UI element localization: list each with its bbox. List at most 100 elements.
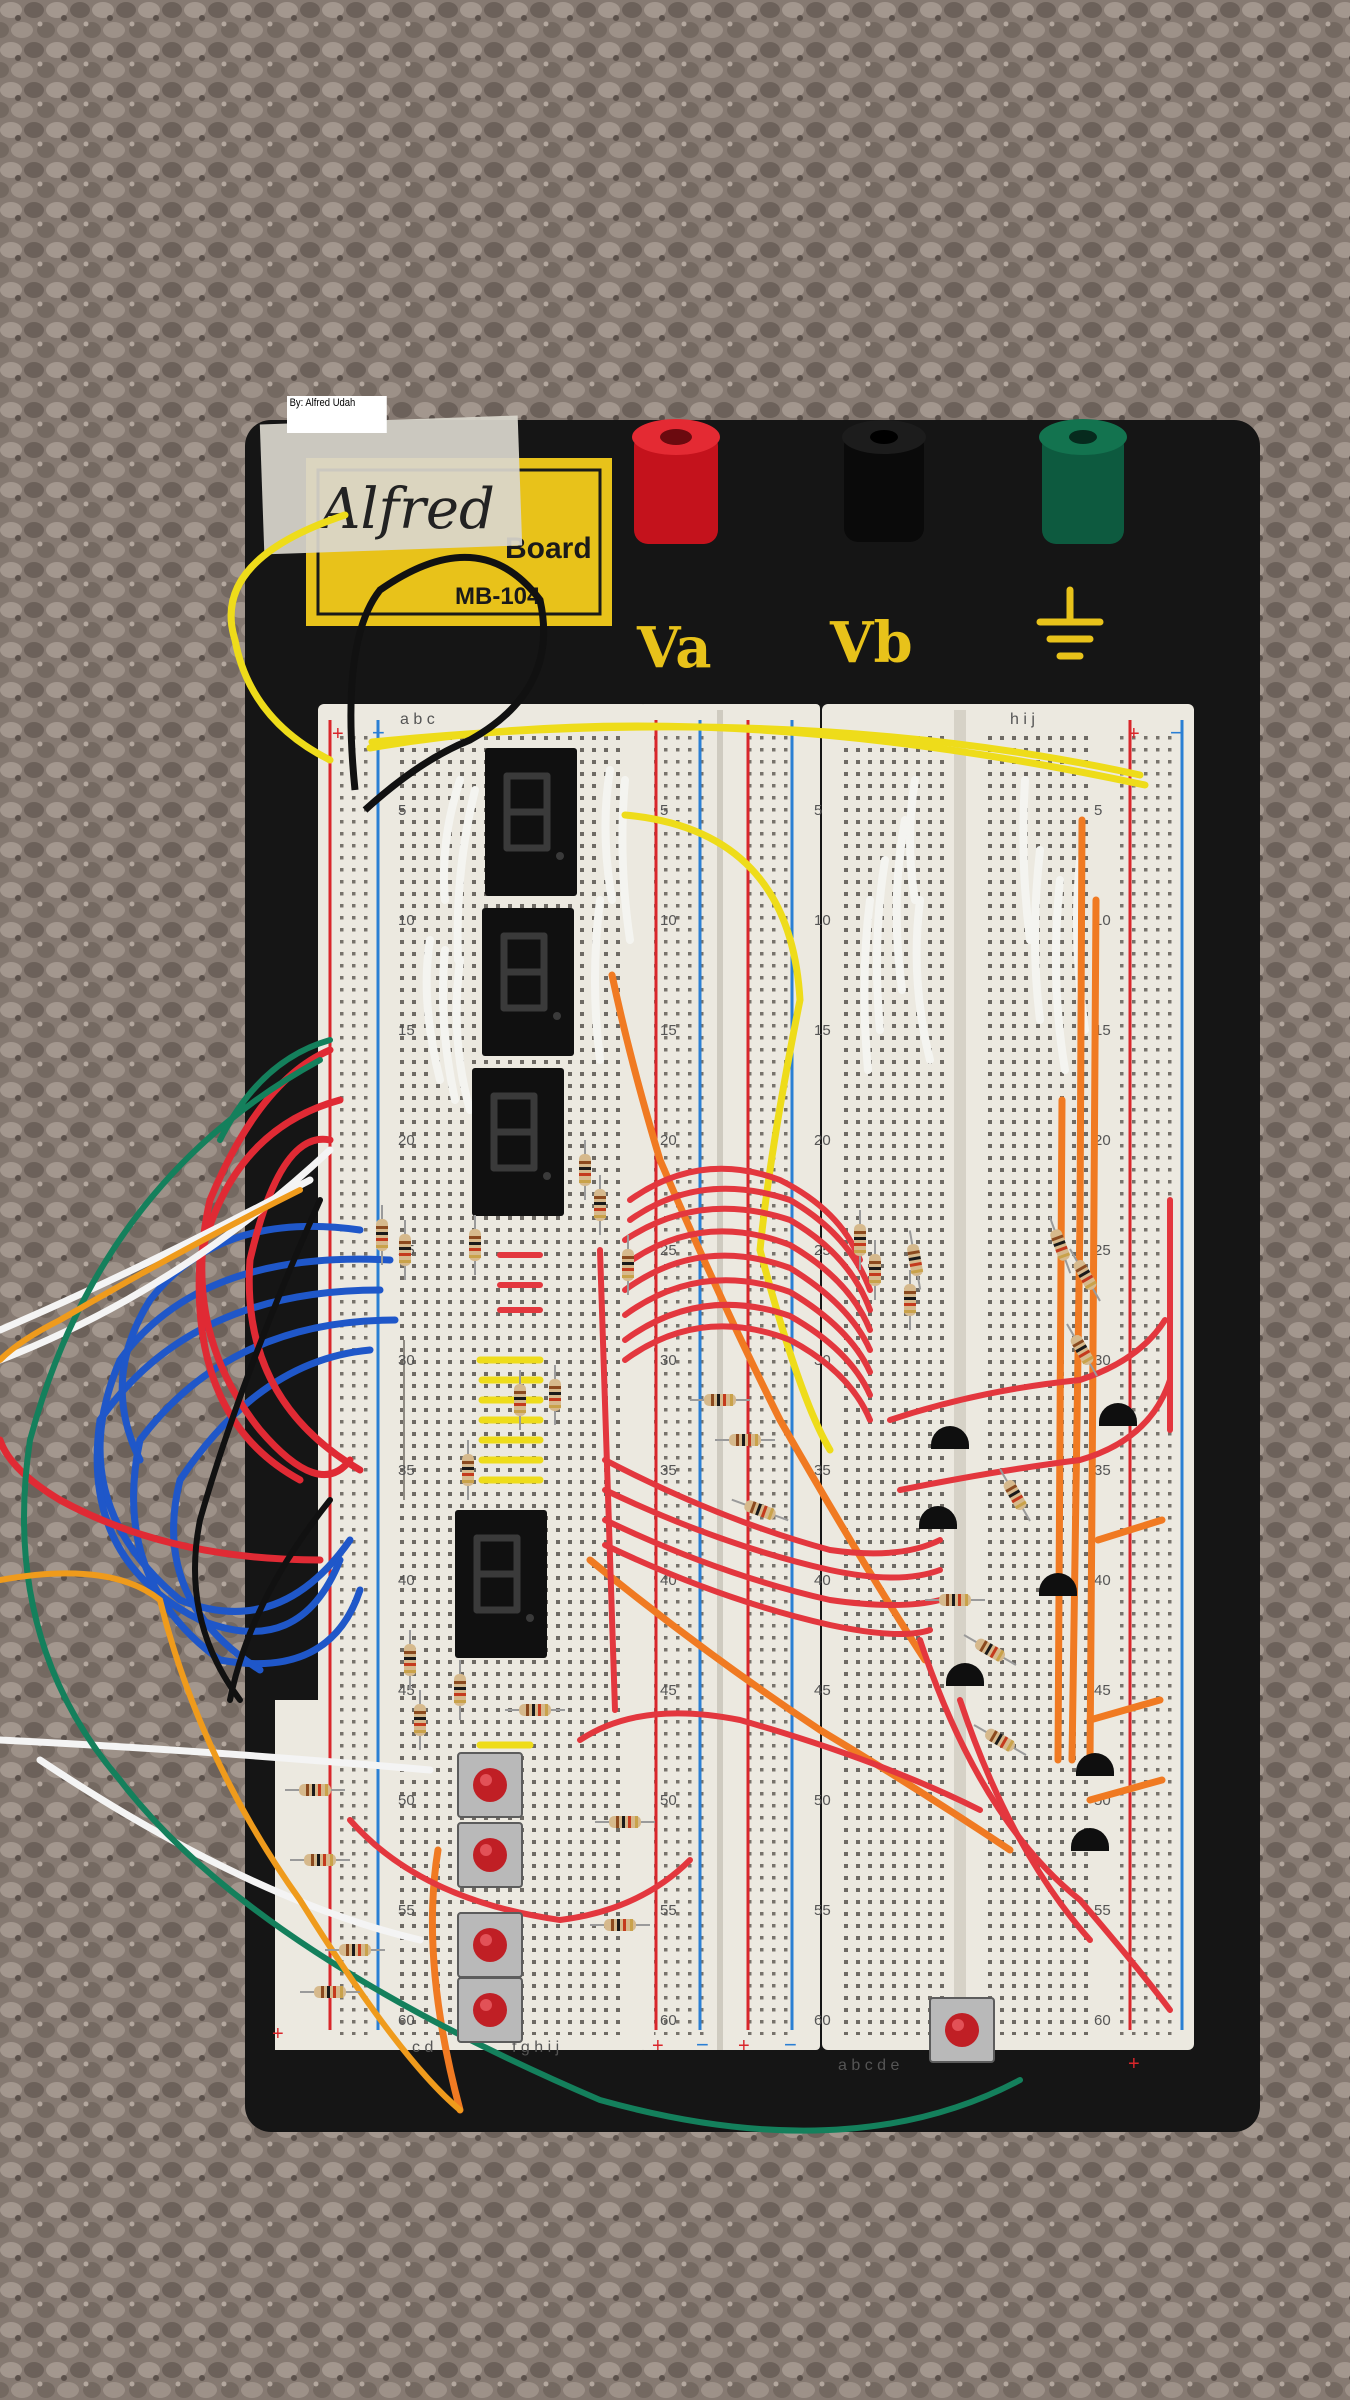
row-number-mid: 5 xyxy=(660,802,668,819)
terminal-va-label: Va xyxy=(636,615,712,681)
row-number-mid: 50 xyxy=(660,1792,677,1809)
row-number-left: 40 xyxy=(398,1572,415,1589)
push-button[interactable] xyxy=(457,1822,523,1888)
seven-segment-display xyxy=(485,748,577,896)
resistor xyxy=(595,1816,655,1828)
row-number-left: 5 xyxy=(398,802,406,819)
resistor xyxy=(1048,1216,1072,1274)
row-number-right: 10 xyxy=(814,912,831,929)
resistor xyxy=(414,1690,426,1750)
resistor xyxy=(549,1365,561,1425)
push-button[interactable] xyxy=(457,1912,523,1978)
right-rail-minus: − xyxy=(1170,720,1183,745)
bottom-right-plus: + xyxy=(1128,2053,1140,2075)
transistor xyxy=(919,1506,957,1529)
right-rail-plus: + xyxy=(1128,723,1140,745)
resistor xyxy=(469,1215,481,1275)
row-number-left: 20 xyxy=(398,1132,415,1149)
row-number-mid: 30 xyxy=(660,1352,677,1369)
row-number-mid: 25 xyxy=(660,1242,677,1259)
transistor xyxy=(931,1426,969,1449)
breadboard-mid-rails xyxy=(640,704,820,2050)
resistor xyxy=(376,1205,388,1265)
ground-symbol-icon xyxy=(1036,586,1104,660)
row-number-right: 50 xyxy=(814,1792,831,1809)
column-letters-bottom-left: c d xyxy=(412,2039,433,2056)
resistor xyxy=(907,1230,924,1290)
red-jumper-wires xyxy=(347,1165,1173,2013)
row-number-left: 50 xyxy=(398,1792,415,1809)
resistor xyxy=(925,1594,985,1606)
row-number-mid: 35 xyxy=(660,1462,677,1479)
tape-note-text: Alfred xyxy=(315,477,495,542)
row-number-far-right: 60 xyxy=(1094,2012,1111,2029)
row-number-right: 20 xyxy=(814,1132,831,1149)
resistor xyxy=(514,1370,526,1430)
row-number-left: 35 xyxy=(398,1462,415,1479)
row-number-far-right: 25 xyxy=(1094,1242,1111,1259)
mid-rail-minus-2: − xyxy=(784,2032,797,2057)
resistor xyxy=(690,1394,750,1406)
push-button[interactable] xyxy=(457,1977,523,2043)
resistor xyxy=(462,1440,474,1500)
push-buttons xyxy=(457,1752,995,2063)
resistors xyxy=(285,1140,1101,1998)
row-number-left: 55 xyxy=(398,1902,415,1919)
column-letters-top-right: h i j xyxy=(1010,711,1035,728)
row-number-mid: 15 xyxy=(660,1022,677,1039)
binding-post-green[interactable] xyxy=(1039,419,1127,544)
yellow-jumper-wires xyxy=(227,511,1149,1749)
loose-wire-tangle xyxy=(0,1037,1023,2134)
resistor xyxy=(579,1140,591,1200)
bottom-left-plus: + xyxy=(272,2023,284,2045)
row-number-far-right: 30 xyxy=(1094,1352,1111,1369)
row-number-left: 30 xyxy=(398,1352,415,1369)
seven-segment-displays xyxy=(455,748,577,1658)
row-number-mid: 10 xyxy=(660,912,677,929)
column-letters-bottom-right: a b c d e xyxy=(838,2057,899,2074)
resistor xyxy=(454,1660,466,1720)
row-number-mid: 55 xyxy=(660,1902,677,1919)
row-number-mid: 60 xyxy=(660,2012,677,2029)
resistor xyxy=(869,1240,881,1300)
push-button[interactable] xyxy=(929,1997,995,2063)
resistor xyxy=(1069,1248,1101,1302)
resistor xyxy=(399,1220,411,1280)
row-number-far-right: 40 xyxy=(1094,1572,1111,1589)
resistor xyxy=(590,1919,650,1931)
row-number-far-right: 5 xyxy=(1094,802,1102,819)
row-number-right: 45 xyxy=(814,1682,831,1699)
left-rail-plus: + xyxy=(332,723,344,745)
resistor xyxy=(505,1704,565,1716)
row-number-mid: 20 xyxy=(660,1132,677,1149)
binding-post-red[interactable] xyxy=(632,419,720,544)
push-button[interactable] xyxy=(457,1752,523,1818)
row-number-mid: 45 xyxy=(660,1682,677,1699)
row-number-right: 5 xyxy=(814,802,822,819)
transistor xyxy=(1039,1573,1077,1596)
binding-post-black[interactable] xyxy=(842,420,926,542)
resistor xyxy=(594,1175,606,1235)
resistor xyxy=(325,1944,385,1956)
mid-rail-plus-1: + xyxy=(652,2035,664,2057)
mid-rail-minus-1: − xyxy=(696,2032,709,2057)
resistor xyxy=(1066,1323,1098,1377)
resistor xyxy=(285,1784,345,1796)
resistor xyxy=(854,1210,866,1270)
row-number-left: 45 xyxy=(398,1682,415,1699)
transistor xyxy=(1071,1828,1109,1851)
orange-jumper-wires xyxy=(428,816,1166,2114)
row-number-right: 40 xyxy=(814,1572,831,1589)
row-number-right: 55 xyxy=(814,1902,831,1919)
row-number-far-right: 35 xyxy=(1094,1462,1111,1479)
transistors xyxy=(919,1403,1137,1851)
black-loop-wire xyxy=(347,553,548,813)
row-number-right: 15 xyxy=(814,1022,831,1039)
column-letters-bottom-mid: f g h i j xyxy=(512,2039,559,2056)
transistor xyxy=(1076,1753,1114,1776)
resistor xyxy=(731,1498,789,1522)
